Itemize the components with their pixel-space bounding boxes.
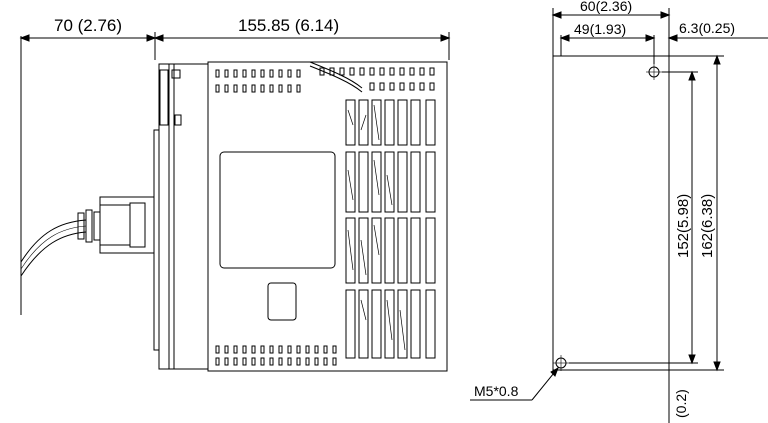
dim-hole-offset	[667, 34, 768, 42]
mount-screw-label: M5*0.8	[474, 383, 519, 399]
dim-bottom-gap-label: (0.2)	[673, 389, 689, 418]
dim-overall-width	[551, 8, 671, 56]
dim-cable-length	[19, 34, 157, 315]
dim-overall-height	[669, 54, 724, 372]
dim-body-length-label: 155.85 (6.14)	[238, 16, 339, 35]
dim-inner-width	[559, 34, 656, 64]
dim-overall-height-label: 162(6.38)	[699, 194, 716, 258]
heatsink-fins	[345, 99, 436, 359]
nameplate	[267, 282, 297, 321]
side-view	[20, 61, 448, 372]
mount-screw-leader	[470, 366, 559, 401]
dim-body-length	[153, 32, 451, 60]
bottom-vents	[215, 345, 337, 366]
rear-view	[552, 55, 670, 371]
top-vents	[215, 67, 435, 93]
dim-cable-length-label: 70 (2.76)	[54, 16, 122, 35]
dim-hole-offset-label: 6.3(0.25)	[679, 20, 735, 36]
dim-overall-width-label: 60(2.36)	[580, 0, 632, 14]
dim-hole-pitch	[569, 70, 698, 365]
label-window	[219, 151, 336, 269]
mounting-plate	[552, 55, 670, 371]
housing	[207, 61, 448, 372]
dim-hole-pitch-label: 152(5.98)	[675, 194, 692, 258]
dim-inner-width-label: 49(1.93)	[574, 21, 626, 37]
